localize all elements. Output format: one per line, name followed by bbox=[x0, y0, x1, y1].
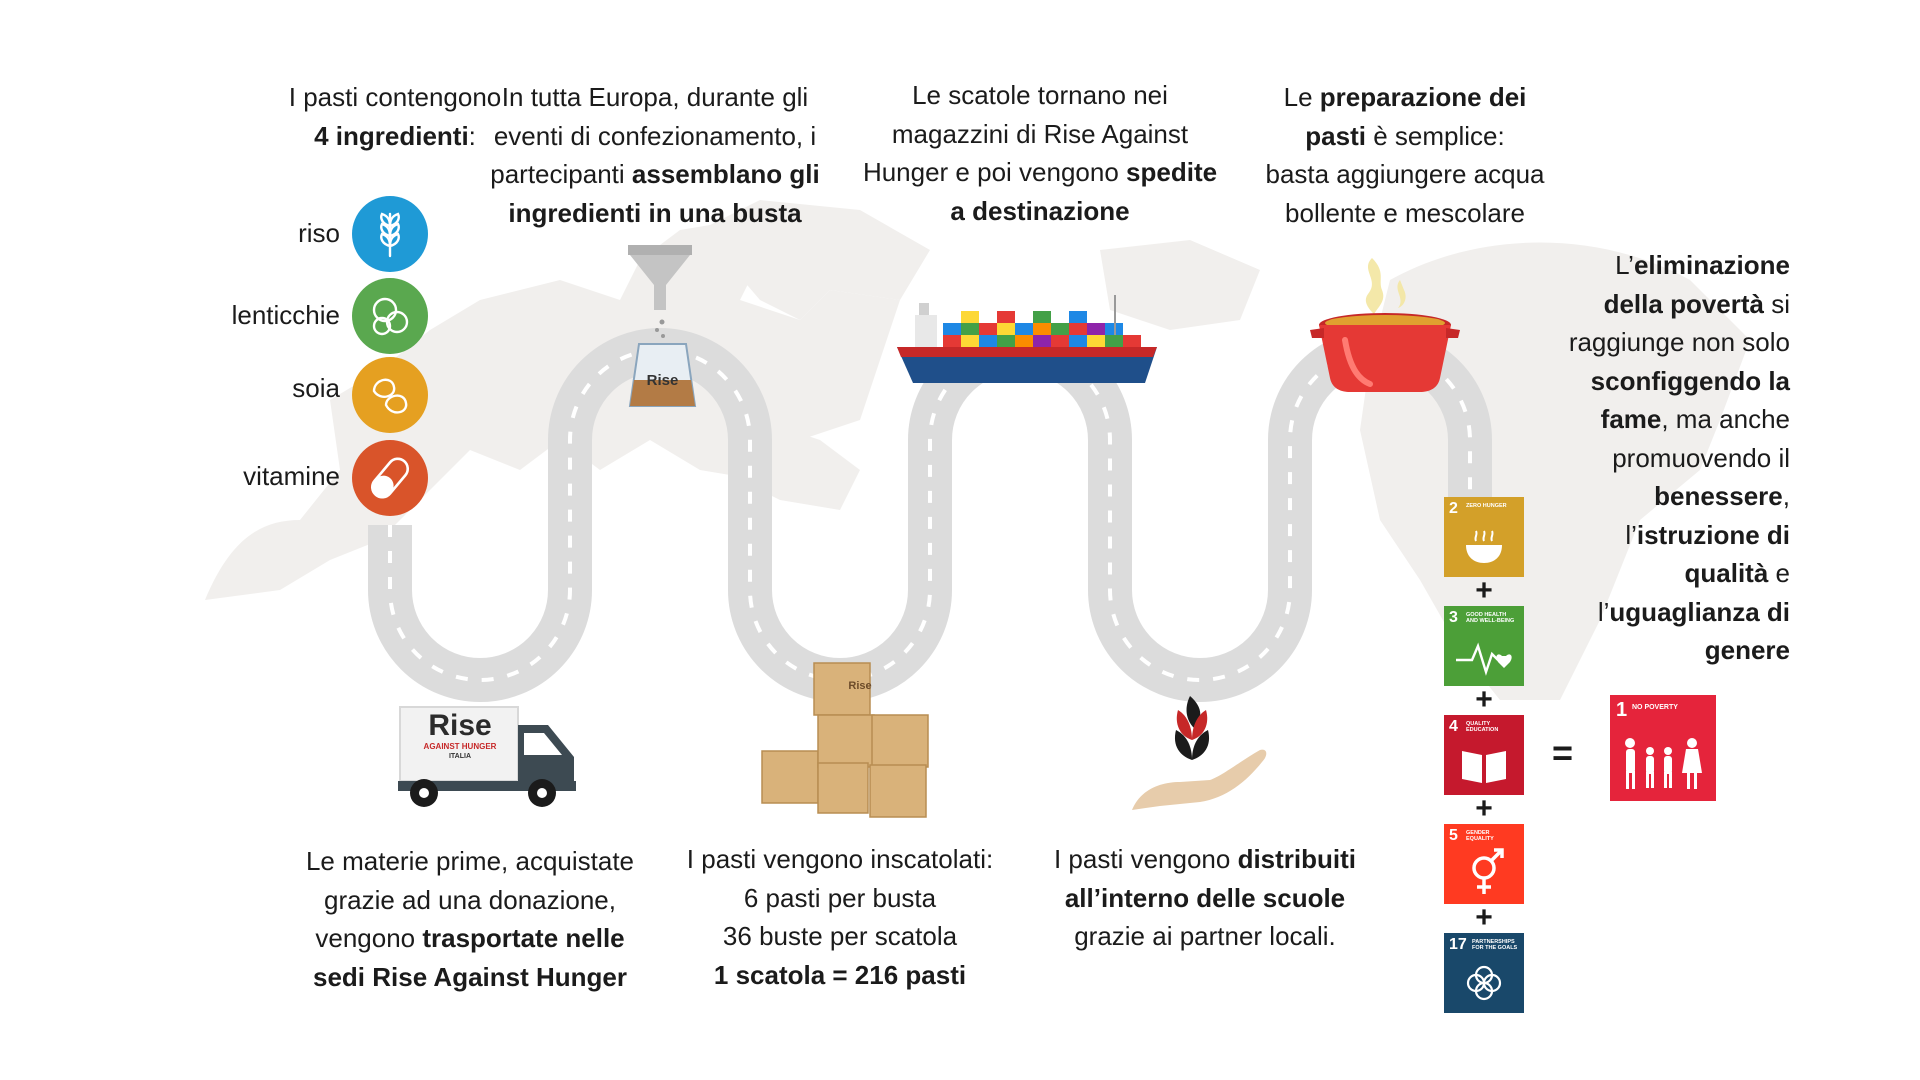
gender-icon bbox=[1472, 848, 1504, 894]
box-logo: Rise bbox=[848, 680, 872, 692]
plus-sign-1: + bbox=[1475, 574, 1493, 607]
step2-text: In tutta Europa, durante gli eventi di c… bbox=[490, 82, 820, 228]
bottom3-text: I pasti vengono distribuiti all’interno … bbox=[1053, 844, 1356, 951]
plus-sign-3: + bbox=[1475, 792, 1493, 825]
cargo-ship-icon bbox=[897, 295, 1157, 383]
truck-logo: Rise AGAINST HUNGER ITALIA bbox=[410, 709, 510, 761]
lentils-icon bbox=[352, 278, 428, 354]
hand-plant-icon bbox=[1132, 696, 1267, 810]
book-icon bbox=[1462, 751, 1506, 783]
step1-text: I pasti contengono 4 ingredienti: bbox=[288, 82, 502, 151]
bowl-icon bbox=[1466, 530, 1502, 563]
funnel-icon bbox=[628, 245, 692, 338]
truck-logo-line2: ITALIA bbox=[448, 753, 472, 760]
ingredient-label-lenticchie: lenticchie bbox=[231, 300, 340, 330]
step3-text: Le scatole tornano nei magazzini di Rise… bbox=[862, 80, 1218, 226]
sdg-1-tile: 1 NO POVERTY bbox=[1610, 695, 1716, 801]
ingredient-label-soia: soia bbox=[292, 373, 340, 403]
bottom1-text: Le materie prime, acquistate grazie ad u… bbox=[305, 846, 635, 992]
boxes-icon bbox=[761, 662, 929, 818]
equals-sign: = bbox=[1552, 732, 1574, 773]
soy-icon bbox=[352, 357, 428, 433]
bag-logo: Rise bbox=[646, 372, 679, 389]
cooking-pot-icon bbox=[1310, 258, 1460, 392]
truck-logo-rise: Rise bbox=[428, 709, 492, 742]
delivery-truck-icon bbox=[398, 706, 576, 807]
step5-text: L’eliminazione della povertà si raggiung… bbox=[1568, 250, 1790, 665]
capsule-icon bbox=[352, 440, 428, 516]
plus-sign-4: + bbox=[1475, 901, 1493, 934]
truck-logo-line1: AGAINST HUNGER bbox=[423, 742, 497, 751]
ingredient-label-vitamine: vitamine bbox=[243, 461, 340, 491]
wheat-icon bbox=[352, 196, 428, 272]
rings-icon bbox=[1466, 965, 1502, 1001]
plus-sign-2: + bbox=[1475, 683, 1493, 716]
bottom2-text: I pasti vengono inscatolati: 6 pasti per… bbox=[686, 844, 994, 990]
ingredient-bag-icon bbox=[628, 343, 697, 407]
heartbeat-icon bbox=[1456, 642, 1512, 676]
step4-text: Le preparazione dei pasti è semplice: ba… bbox=[1265, 82, 1545, 228]
family-icon bbox=[1625, 738, 1702, 789]
ingredient-label-riso: riso bbox=[298, 218, 340, 248]
